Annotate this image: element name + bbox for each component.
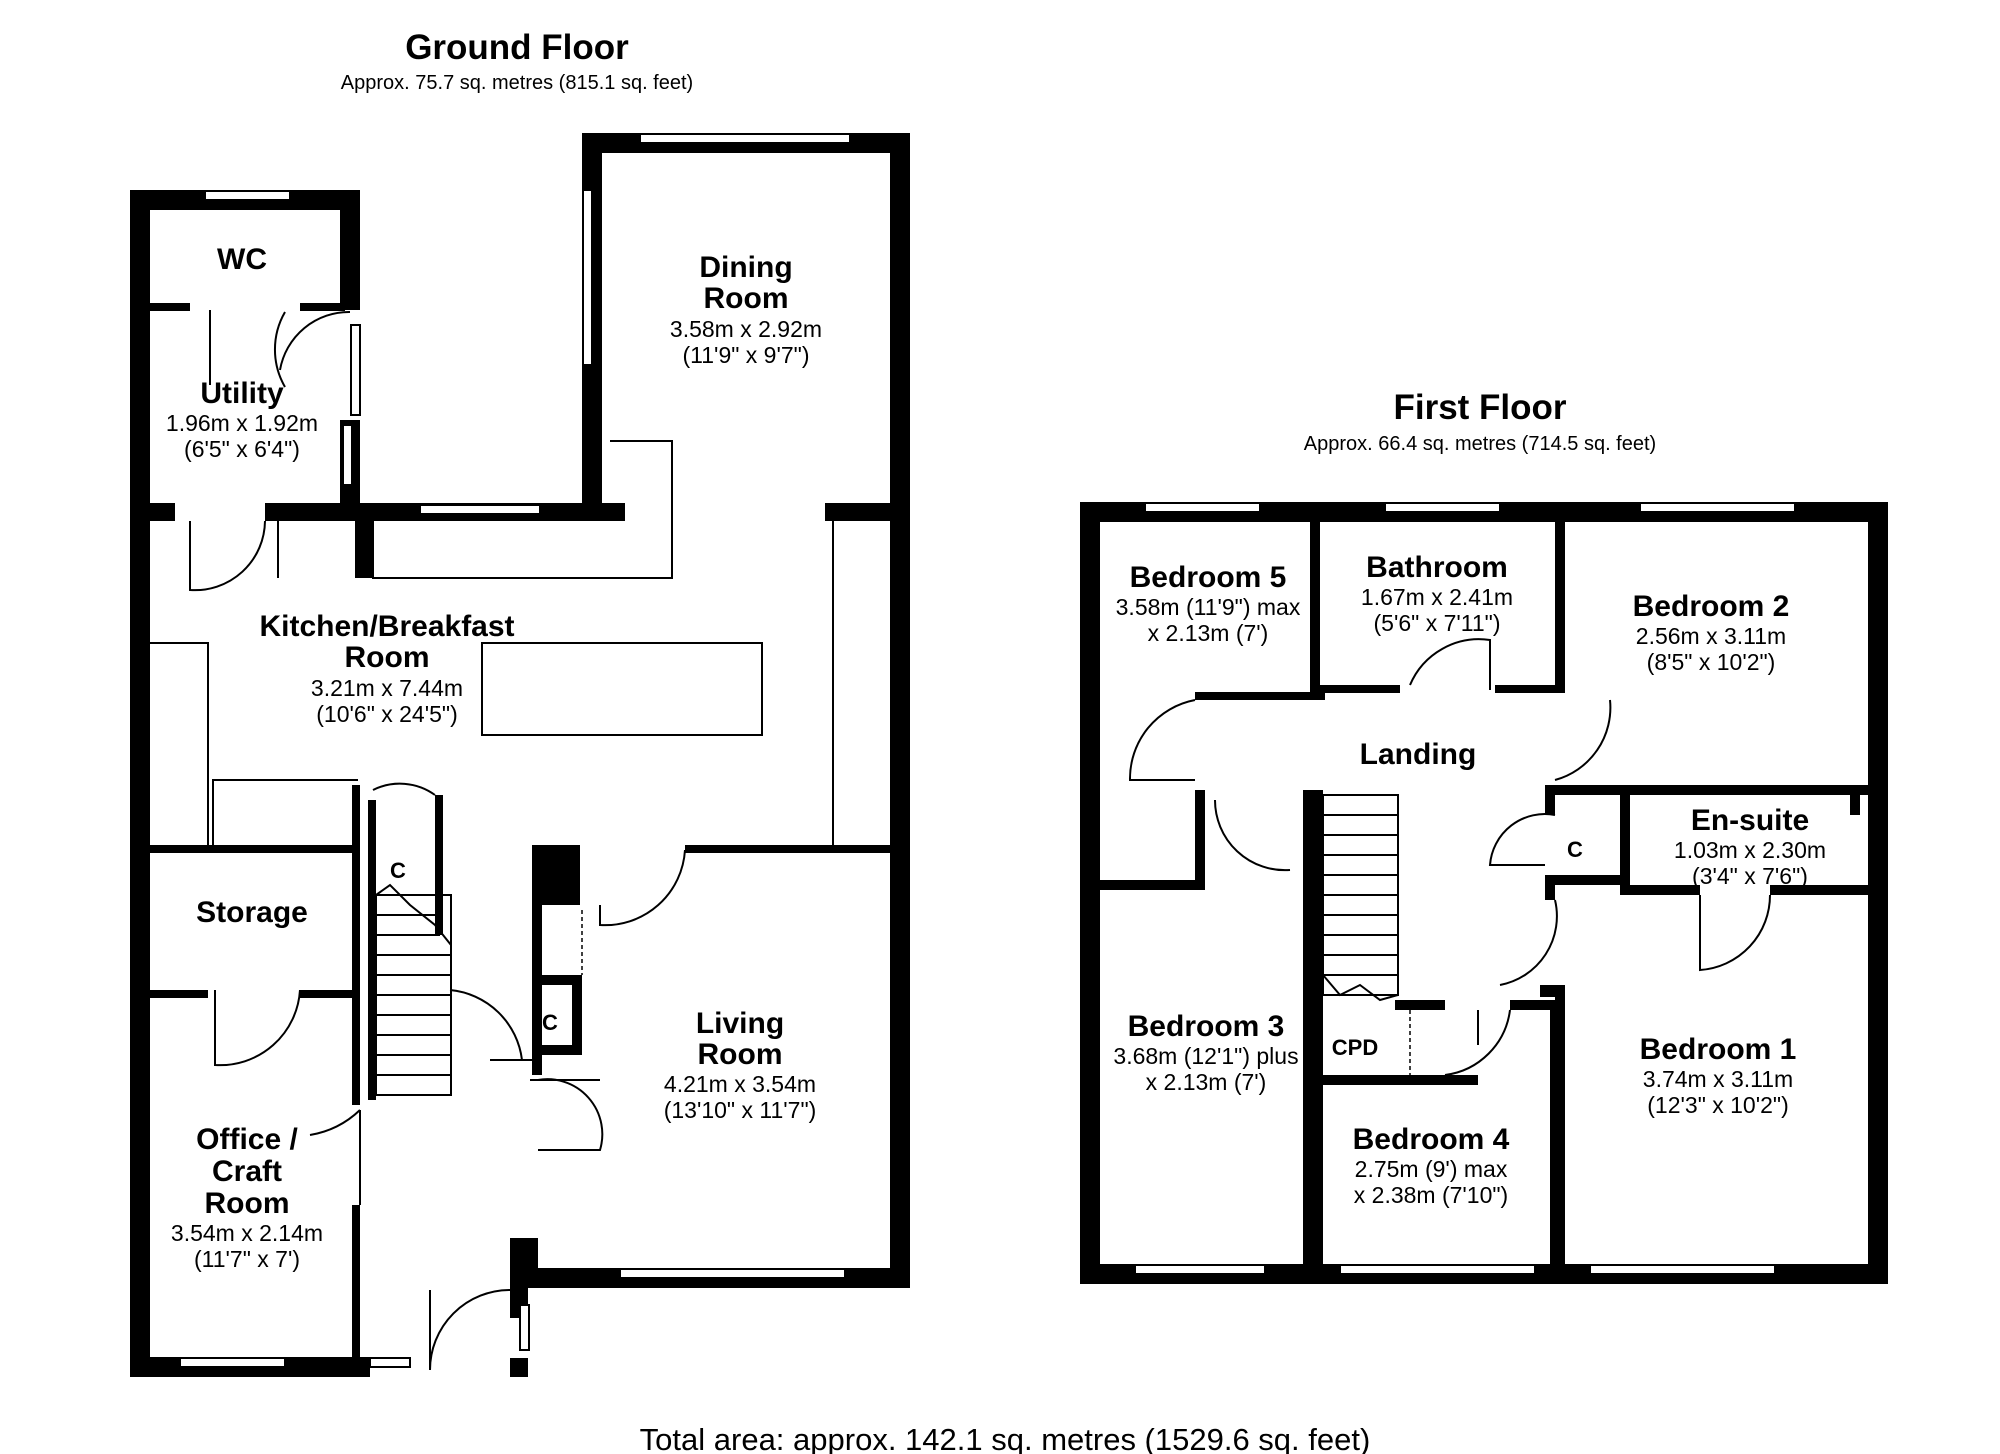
- kitchen-label-1: Kitchen/Breakfast: [259, 610, 514, 643]
- room-bathroom: Bathroom 1.67m x 2.41m (5'6" x 7'11"): [1361, 551, 1513, 636]
- first-floor-area: Approx. 66.4 sq. metres (714.5 sq. feet): [1304, 433, 1656, 455]
- bedroom2-dim-metric: 2.56m x 3.11m: [1636, 623, 1786, 649]
- room-kitchen: Kitchen/Breakfast Room 3.21m x 7.44m (10…: [259, 610, 514, 727]
- bedroom3-dim-2: x 2.13m (7'): [1146, 1069, 1267, 1095]
- room-cupboard-chimney: C: [542, 1010, 558, 1035]
- bedroom2-dim-imperial: (8'5" x 10'2"): [1647, 649, 1776, 675]
- office-label-3: Room: [205, 1187, 290, 1220]
- kitchen-label-2: Room: [345, 641, 430, 674]
- first-floor-plan: First Floor Approx. 66.4 sq. metres (714…: [1080, 388, 1888, 1284]
- ground-floor-windows: [179, 133, 851, 1368]
- bedroom4-dim-2: x 2.38m (7'10"): [1354, 1182, 1508, 1208]
- kitchen-dim-imperial: (10'6" x 24'5"): [316, 701, 457, 727]
- room-landing: Landing: [1360, 738, 1477, 771]
- cupboard-chimney-label: C: [542, 1010, 558, 1035]
- bedroom3-dim-1: 3.68m (12'1") plus: [1113, 1043, 1298, 1069]
- total-area: Total area: approx. 142.1 sq. metres (15…: [640, 1422, 1371, 1454]
- bedroom1-dim-metric: 3.74m x 3.11m: [1643, 1066, 1793, 1092]
- living-dim-metric: 4.21m x 3.54m: [664, 1071, 816, 1097]
- first-floor-doors: [1128, 638, 1772, 1076]
- ground-floor-stairs: [375, 883, 452, 1096]
- room-cupboard-hall: C: [390, 858, 406, 883]
- room-living: Living Room 4.21m x 3.54m (13'10" x 11'7…: [664, 1007, 817, 1123]
- office-dim-metric: 3.54m x 2.14m: [171, 1220, 323, 1246]
- office-label-1: Office /: [196, 1123, 298, 1156]
- bathroom-label: Bathroom: [1366, 551, 1508, 584]
- room-dining: Dining Room 3.58m x 2.92m (11'9" x 9'7"): [670, 251, 822, 368]
- dining-label-2: Room: [704, 282, 789, 315]
- room-bedroom3: Bedroom 3 3.68m (12'1") plus x 2.13m (7'…: [1113, 1010, 1298, 1095]
- ensuite-label: En-suite: [1691, 804, 1809, 837]
- wc-label: WC: [217, 243, 267, 276]
- room-storage: Storage: [196, 896, 308, 929]
- dining-dim-metric: 3.58m x 2.92m: [670, 316, 822, 342]
- living-label-2: Room: [698, 1038, 783, 1071]
- room-cupboard-first: C: [1567, 837, 1583, 862]
- bedroom1-dim-imperial: (12'3" x 10'2"): [1647, 1092, 1788, 1118]
- ground-floor-plan: Ground Floor Approx. 75.7 sq. metres (81…: [130, 28, 910, 1377]
- cpd-label: CPD: [1332, 1035, 1378, 1060]
- bedroom4-label: Bedroom 4: [1353, 1123, 1510, 1156]
- room-wc: WC: [217, 243, 267, 276]
- bedroom2-label: Bedroom 2: [1633, 590, 1790, 623]
- landing-label: Landing: [1360, 738, 1477, 771]
- bedroom3-label: Bedroom 3: [1128, 1010, 1285, 1043]
- room-bedroom4: Bedroom 4 2.75m (9') max x 2.38m (7'10"): [1353, 1123, 1510, 1208]
- bedroom5-dim-2: x 2.13m (7'): [1148, 620, 1269, 646]
- ensuite-dim-metric: 1.03m x 2.30m: [1674, 837, 1826, 863]
- dining-dim-imperial: (11'9" x 9'7"): [683, 342, 810, 368]
- room-bedroom1: Bedroom 1 3.74m x 3.11m (12'3" x 10'2"): [1640, 1033, 1797, 1118]
- room-cpd: CPD: [1332, 1035, 1378, 1060]
- bedroom5-label: Bedroom 5: [1130, 561, 1287, 594]
- room-bedroom5: Bedroom 5 3.58m (11'9") max x 2.13m (7'): [1116, 561, 1301, 646]
- first-floor-title: First Floor: [1393, 388, 1566, 427]
- utility-label: Utility: [200, 377, 284, 410]
- ensuite-dim-imperial: (3'4" x 7'6"): [1692, 863, 1808, 889]
- living-label-1: Living: [696, 1007, 784, 1040]
- bathroom-dim-metric: 1.67m x 2.41m: [1361, 584, 1513, 610]
- cupboard-hall-label: C: [390, 858, 406, 883]
- bedroom4-dim-1: 2.75m (9') max: [1355, 1156, 1508, 1182]
- room-bedroom2: Bedroom 2 2.56m x 3.11m (8'5" x 10'2"): [1633, 590, 1790, 675]
- living-dim-imperial: (13'10" x 11'7"): [664, 1097, 817, 1123]
- office-dim-imperial: (11'7" x 7'): [194, 1246, 300, 1272]
- storage-label: Storage: [196, 896, 308, 929]
- bedroom5-dim-1: 3.58m (11'9") max: [1116, 594, 1301, 620]
- office-label-2: Craft: [212, 1155, 282, 1188]
- ground-floor-fittings: [150, 440, 834, 1096]
- first-floor-windows: [1134, 502, 1796, 1275]
- ground-floor-doors: [189, 310, 686, 1371]
- kitchen-dim-metric: 3.21m x 7.44m: [311, 675, 463, 701]
- ground-floor-area: Approx. 75.7 sq. metres (815.1 sq. feet): [341, 72, 693, 94]
- bedroom1-label: Bedroom 1: [1640, 1033, 1797, 1066]
- room-utility: Utility 1.96m x 1.92m (6'5" x 6'4"): [166, 377, 318, 462]
- room-office: Office / Craft Room 3.54m x 2.14m (11'7"…: [171, 1123, 323, 1272]
- first-floor-stairs: [1322, 794, 1411, 1075]
- cupboard-first-label: C: [1567, 837, 1583, 862]
- utility-dim-metric: 1.96m x 1.92m: [166, 410, 318, 436]
- ground-floor-title: Ground Floor: [405, 28, 629, 67]
- room-ensuite: En-suite 1.03m x 2.30m (3'4" x 7'6"): [1674, 804, 1826, 889]
- dining-label-1: Dining: [699, 251, 792, 284]
- utility-dim-imperial: (6'5" x 6'4"): [184, 436, 300, 462]
- bathroom-dim-imperial: (5'6" x 7'11"): [1374, 610, 1501, 636]
